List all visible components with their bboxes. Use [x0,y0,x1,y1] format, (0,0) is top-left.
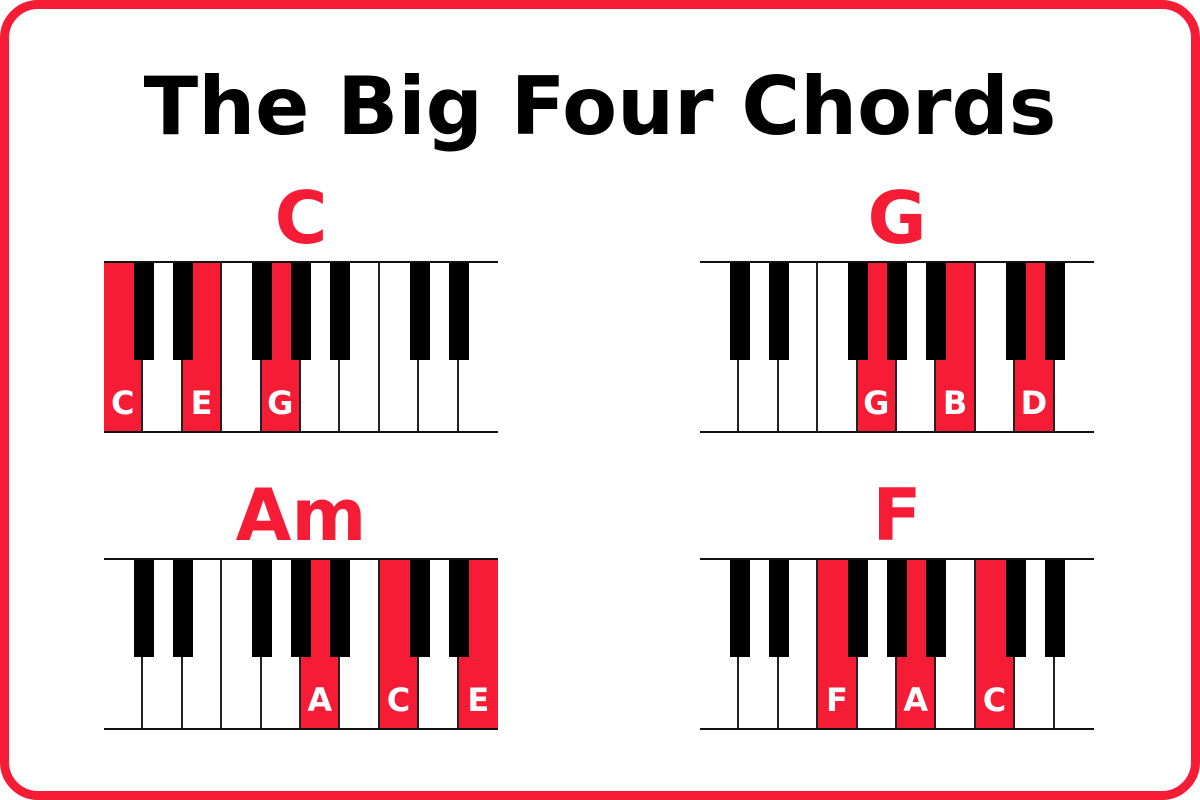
chord-name: G [867,176,927,260]
chord-name: F [872,473,922,557]
black-key-a-sharp [330,263,350,360]
black-key-d-sharp [769,263,789,360]
chord-name: Am [235,473,367,557]
note-label: D [1020,384,1048,422]
black-key-g-sharp [887,560,907,657]
black-key-c-sharp [730,263,750,360]
black-key-d-sharp [173,263,193,360]
black-key-f-sharp [848,560,868,657]
black-key-a-sharp [330,560,350,657]
black-key-f-sharp [848,263,868,360]
note-label: E [467,681,490,719]
black-key-d-sharp [173,560,193,657]
black-key-c-sharp [134,560,154,657]
chord-name: C [274,176,328,260]
black-key-c-sharp [730,560,750,657]
black-key-c-sharp [1006,560,1026,657]
black-key-c-sharp [410,560,430,657]
black-key-g-sharp [887,263,907,360]
note-label: A [307,681,333,719]
black-key-f-sharp [252,560,272,657]
black-key-d-sharp [769,560,789,657]
black-key-g-sharp [291,263,311,360]
black-key-a-sharp [926,560,946,657]
black-key-d-sharp [1045,263,1065,360]
note-label: A [903,681,929,719]
black-key-d-sharp [1045,560,1065,657]
black-key-a-sharp [926,263,946,360]
black-key-d-sharp [449,560,469,657]
note-label: F [825,681,848,719]
note-label: C [386,681,411,719]
note-label: B [942,384,968,422]
black-key-c-sharp [410,263,430,360]
black-key-g-sharp [291,560,311,657]
black-key-c-sharp [134,263,154,360]
note-label: G [267,384,294,422]
black-key-c-sharp [1006,263,1026,360]
note-label: C [982,681,1007,719]
note-label: E [190,384,213,422]
note-label: G [863,384,890,422]
page-title: The Big Four Chords [143,60,1057,153]
black-key-d-sharp [449,263,469,360]
black-key-f-sharp [252,263,272,360]
note-label: C [110,384,135,422]
